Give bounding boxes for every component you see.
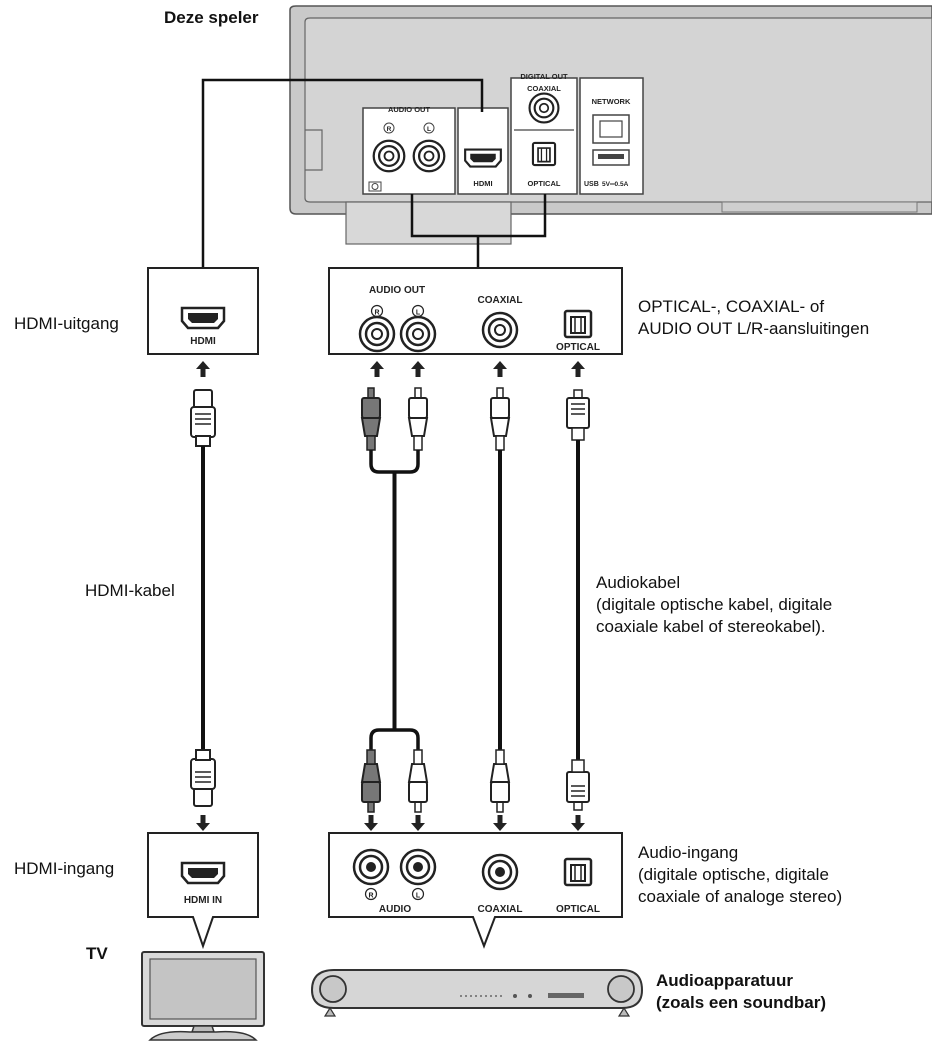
panel-optical-port[interactable] — [531, 141, 557, 167]
audio-equipment-label: Audioapparatuur (zoals een soundbar) — [656, 971, 827, 1012]
panel-digital-out-label: DIGITAL OUT — [520, 72, 568, 81]
receiver-optical-label: OPTICAL — [556, 904, 600, 915]
audio-cable-label: Audiokabel (digitale optische kabel, dig… — [596, 573, 833, 636]
arrow-up-icon — [370, 361, 384, 377]
receiver-audio-label: AUDIO — [379, 904, 411, 915]
arrow-up-icon — [571, 361, 585, 377]
receiver-optical-port[interactable] — [563, 857, 593, 887]
tv-hdmi-input-box: HDMI IN — [147, 832, 259, 950]
arrow-down-icon — [411, 815, 425, 831]
player-digital-out-group: DIGITAL OUT COAXIAL OPTICAL — [510, 72, 578, 195]
arrow-down-icon — [196, 815, 210, 831]
hdmi-cable-label: HDMI-kabel — [85, 581, 175, 600]
tv-hdmi-in-label: HDMI IN — [184, 895, 222, 906]
player-outputs-label: OPTICAL-, COAXIAL- of AUDIO OUT L/R-aans… — [638, 297, 870, 338]
arrow-up-icon — [196, 361, 210, 377]
arrow-up-icon — [411, 361, 425, 377]
player-coaxial-jack[interactable] — [481, 311, 519, 349]
receiver-audio-l-jack[interactable] — [399, 848, 437, 886]
panel-audio-l-jack[interactable] — [412, 139, 446, 173]
player-audio-out-label: AUDIO OUT — [369, 285, 425, 296]
player-title: Deze speler — [164, 8, 259, 27]
receiver-input-box: R L AUDIO COAXIAL OPTICAL — [328, 832, 623, 949]
arrow-down-icon — [571, 815, 585, 831]
panel-optical-label: OPTICAL — [528, 179, 561, 188]
panel-usb-label: USB — [584, 181, 599, 188]
receiver-r-label: R — [368, 893, 373, 900]
arrow-down-icon — [364, 815, 378, 831]
panel-r-label: R — [387, 126, 392, 133]
hdmi-cable — [190, 389, 216, 807]
player-coaxial-label: COAXIAL — [478, 295, 523, 306]
arrow-up-icon — [493, 361, 507, 377]
soundbar-icon — [310, 969, 644, 1017]
tv-label: TV — [86, 944, 108, 963]
tv-icon — [141, 951, 265, 1041]
player-audio-r-jack[interactable] — [358, 315, 396, 353]
player-audio-l-jack[interactable] — [399, 315, 437, 353]
player-hdmi-output-box: HDMI — [147, 267, 259, 355]
player-audio-out-group: AUDIO OUT R L — [362, 105, 456, 195]
player-hdmi-label: HDMI — [190, 336, 216, 347]
player-network-usb-group: NETWORK USB 5V═0.5A — [579, 77, 644, 195]
player-audio-outputs-box: AUDIO OUT R L COAXIAL OPTICAL — [328, 267, 623, 355]
player-l-label: L — [416, 310, 421, 317]
audio-input-label: Audio-ingang (digitale optische, digital… — [638, 843, 843, 906]
panel-audio-out-label: AUDIO OUT — [388, 105, 431, 114]
panel-coaxial-jack[interactable] — [528, 92, 560, 124]
panel-audio-r-jack[interactable] — [372, 139, 406, 173]
arrow-down-icon — [493, 815, 507, 831]
panel-usb-rating: 5V═0.5A — [602, 181, 629, 188]
panel-l-label: L — [427, 126, 431, 133]
player-r-label: R — [374, 310, 379, 317]
player-cables — [201, 78, 547, 268]
panel-hdmi-port[interactable] — [464, 148, 502, 168]
player-optical-port[interactable] — [563, 309, 593, 339]
coaxial-cable — [490, 387, 510, 813]
player-optical-label: OPTICAL — [556, 342, 600, 353]
player-hdmi-port[interactable] — [180, 306, 226, 330]
panel-hdmi-label: HDMI — [473, 179, 492, 188]
optical-cable — [566, 389, 590, 811]
receiver-coaxial-jack[interactable] — [481, 853, 519, 891]
hdmi-input-label: HDMI-ingang — [14, 859, 115, 878]
panel-network-label: NETWORK — [592, 97, 631, 106]
receiver-l-label: L — [416, 893, 421, 900]
tv-hdmi-in-port[interactable] — [180, 861, 226, 885]
receiver-audio-r-jack[interactable] — [352, 848, 390, 886]
hdmi-output-label: HDMI-uitgang — [14, 314, 119, 333]
panel-coaxial-label: COAXIAL — [527, 84, 561, 93]
stereo-cable — [361, 387, 428, 813]
player-hdmi-group: HDMI — [457, 107, 509, 195]
receiver-coaxial-label: COAXIAL — [478, 904, 523, 915]
